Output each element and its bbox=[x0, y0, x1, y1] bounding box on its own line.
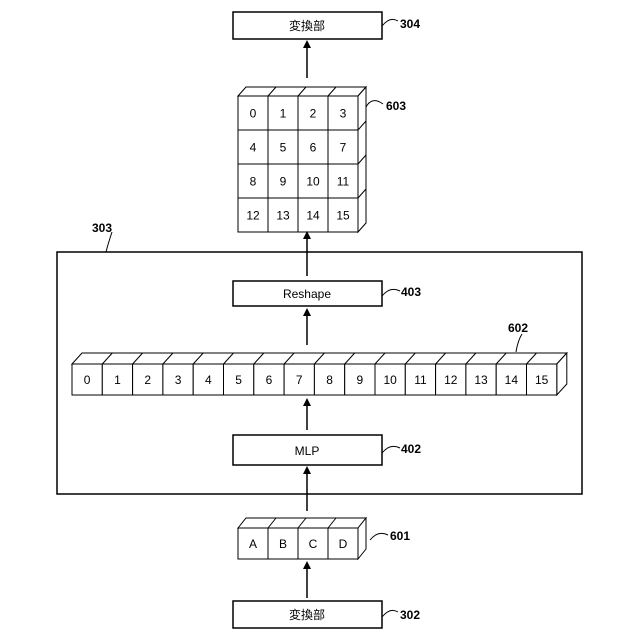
grid-cell-label: 1 bbox=[280, 107, 287, 121]
grid-cell-label: 7 bbox=[340, 141, 347, 155]
flat-vector-cell-label: 9 bbox=[357, 373, 364, 387]
flat-vector-cell-label: 0 bbox=[84, 373, 91, 387]
grid-cell-label: 0 bbox=[250, 107, 257, 121]
grid-cell-label: 5 bbox=[280, 141, 287, 155]
input-vector-leader bbox=[370, 533, 388, 540]
input-vector-cell-label: B bbox=[279, 537, 287, 551]
grid-cell-label: 10 bbox=[306, 175, 320, 189]
module-303-ref: 303 bbox=[92, 221, 112, 235]
flat-vector-cell-label: 13 bbox=[474, 373, 488, 387]
grid-cell-label: 11 bbox=[337, 175, 350, 189]
input-vector-ref: 601 bbox=[390, 529, 410, 543]
grid-cell-label: 6 bbox=[310, 141, 317, 155]
grid-603-leader bbox=[366, 101, 383, 107]
input-vector-cell-label: D bbox=[339, 537, 348, 551]
grid-cell-label: 14 bbox=[306, 209, 320, 223]
bottom-converter-leader bbox=[382, 610, 398, 617]
flat-vector-cell-label: 15 bbox=[535, 373, 549, 387]
flat-vector-cell-label: 2 bbox=[144, 373, 151, 387]
input-vector-cell-label: A bbox=[249, 537, 257, 551]
module-303-leader bbox=[106, 232, 112, 252]
top-converter-label: 変換部 bbox=[289, 18, 325, 33]
reshape-ref: 403 bbox=[401, 285, 421, 299]
mlp-label: MLP bbox=[295, 444, 320, 458]
top-converter-ref: 304 bbox=[400, 17, 420, 31]
grid-cell-label: 8 bbox=[250, 175, 257, 189]
grid-cell-label: 3 bbox=[340, 107, 347, 121]
flat-vector-602: 0123456789101112131415 bbox=[72, 353, 567, 395]
mlp-ref: 402 bbox=[401, 442, 421, 456]
grid-cell-label: 4 bbox=[250, 141, 257, 155]
grid-cell-label: 9 bbox=[280, 175, 287, 189]
flat-vector-cell-label: 11 bbox=[414, 373, 427, 387]
flat-vector-cell-label: 6 bbox=[266, 373, 273, 387]
flat-vector-cell-label: 10 bbox=[383, 373, 397, 387]
flat-vector-cell-label: 1 bbox=[114, 373, 121, 387]
flat-vector-cell-label: 8 bbox=[326, 373, 333, 387]
reshape-label: Reshape bbox=[283, 287, 331, 301]
flat-vector-cell-label: 4 bbox=[205, 373, 212, 387]
grid-cell-label: 2 bbox=[310, 107, 317, 121]
mlp-leader bbox=[382, 446, 400, 453]
flat-vector-ref: 602 bbox=[508, 321, 528, 335]
reshape-leader bbox=[382, 289, 400, 296]
input-vector-601: A B C D bbox=[238, 518, 366, 559]
flat-vector-cell-label: 14 bbox=[505, 373, 519, 387]
flat-vector-cell-label: 12 bbox=[444, 373, 458, 387]
grid-cell-label: 15 bbox=[336, 209, 350, 223]
flat-vector-cell-label: 7 bbox=[296, 373, 303, 387]
grid-cell-label: 13 bbox=[276, 209, 290, 223]
input-vector-cell-label: C bbox=[309, 537, 318, 551]
grid-603-ref: 603 bbox=[386, 99, 406, 113]
bottom-converter-ref: 302 bbox=[400, 608, 420, 622]
grid-603: 0123456789101112131415 bbox=[238, 87, 366, 232]
grid-cell-label: 12 bbox=[246, 209, 260, 223]
flat-vector-cell-label: 3 bbox=[175, 373, 182, 387]
flat-vector-cell-label: 5 bbox=[235, 373, 242, 387]
bottom-converter-label: 変換部 bbox=[289, 607, 325, 622]
flat-vector-leader bbox=[516, 334, 522, 352]
top-converter-leader bbox=[382, 19, 398, 26]
